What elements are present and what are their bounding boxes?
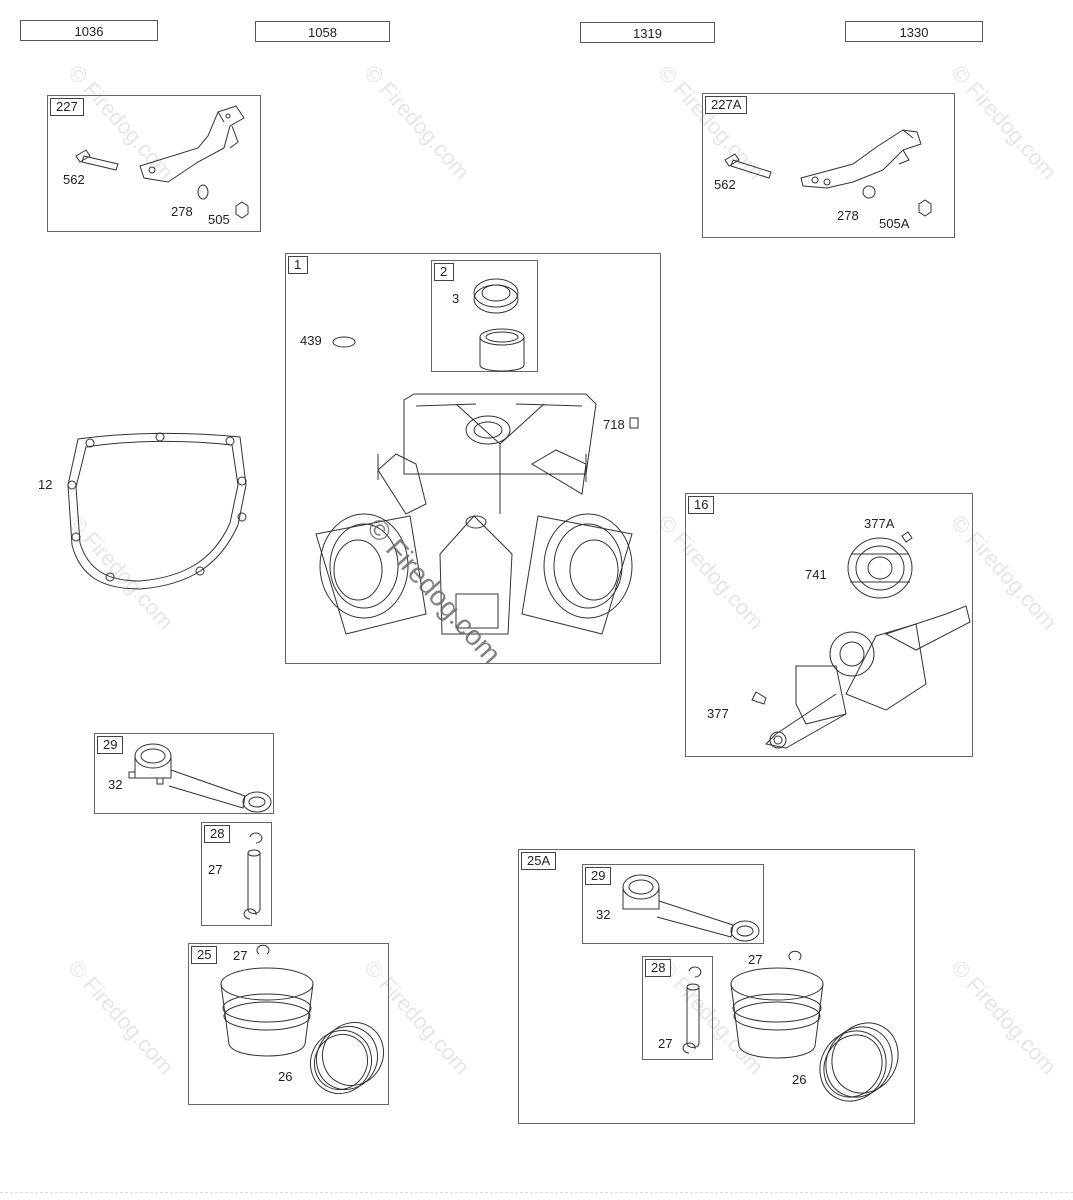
part-label: 26: [792, 1072, 807, 1087]
part-label: 27: [748, 952, 763, 967]
watermark: © Firedog.com: [946, 955, 1062, 1080]
piston-assembly-drawing: [519, 850, 916, 1125]
part-label: 32: [108, 777, 123, 792]
governor-lever-drawing: [703, 94, 956, 239]
panel-tag: 25A: [521, 852, 557, 870]
panel-tag: 29: [97, 736, 124, 754]
panel-16: 16 377A 741 377: [685, 493, 973, 757]
panel-tag: 16: [688, 496, 715, 514]
panel-25a-29: 29 32: [582, 864, 764, 944]
part-label: 741: [805, 567, 827, 582]
watermark: © Firedog.com: [359, 60, 475, 185]
panel-227: 227 562 278 505: [47, 95, 261, 232]
crankshaft-drawing: [686, 494, 974, 758]
reference-number-4: 1330: [845, 21, 983, 42]
governor-lever-drawing: [48, 96, 262, 233]
part-label: 439: [300, 333, 322, 348]
part-label: 32: [596, 907, 611, 922]
part-label: 27: [658, 1036, 673, 1051]
panel-tag: 29: [585, 867, 612, 885]
part-label: 27: [233, 948, 248, 963]
seal-bearing-drawing: [432, 261, 539, 373]
part-label: 505A: [879, 216, 910, 231]
panel-tag: 28: [645, 959, 672, 977]
reference-number-1: 1036: [20, 20, 158, 41]
piston-pin-drawing: [202, 823, 273, 927]
part-label: 3: [452, 291, 460, 306]
page-divider: [0, 1192, 1073, 1193]
piston-pin-drawing: [643, 957, 714, 1061]
panel-25: 25 27 26: [188, 943, 389, 1105]
panel-tag: 1: [288, 256, 308, 274]
part-label: 377A: [864, 516, 895, 531]
panel-25a: 25A 25A 27 26 29 32 28: [518, 849, 915, 1124]
part-label: 377: [707, 706, 729, 721]
panel-2: 2 3: [431, 260, 538, 372]
crankcase-gasket-drawing: [60, 425, 260, 610]
panel-28: 28 27: [201, 822, 272, 926]
panel-227a: 227A 562 278 505A: [702, 93, 955, 238]
piston-rings-drawing: [189, 944, 390, 1106]
panel-tag: 28: [204, 825, 231, 843]
watermark: © Firedog.com: [63, 955, 179, 1080]
part-label: 278: [837, 208, 859, 223]
connecting-rod-drawing: [95, 734, 275, 815]
panel-tag: 2: [434, 263, 454, 281]
part-label: 562: [63, 172, 85, 187]
connecting-rod-drawing: [583, 865, 765, 945]
part-label: 562: [714, 177, 736, 192]
panel-tag: 227: [50, 98, 84, 116]
panel-tag: 25: [191, 946, 218, 964]
cylinder-block-drawing: [286, 254, 662, 665]
reference-number-3: 1319: [580, 22, 715, 43]
panel-25a-28: 28 27: [642, 956, 713, 1060]
reference-number-2: 1058: [255, 21, 390, 42]
part-label: 278: [171, 204, 193, 219]
panel-1: 1 439 718 © Firedog.com: [285, 253, 662, 670]
panel-29: 29 32: [94, 733, 274, 814]
watermark: © Firedog.com: [946, 60, 1062, 185]
part-label: 505: [208, 212, 230, 227]
part-label: 27: [208, 862, 223, 877]
part-label: 12: [38, 477, 53, 492]
part-label: 718: [603, 417, 625, 432]
part-label: 26: [278, 1069, 293, 1084]
panel-tag: 227A: [705, 96, 748, 114]
